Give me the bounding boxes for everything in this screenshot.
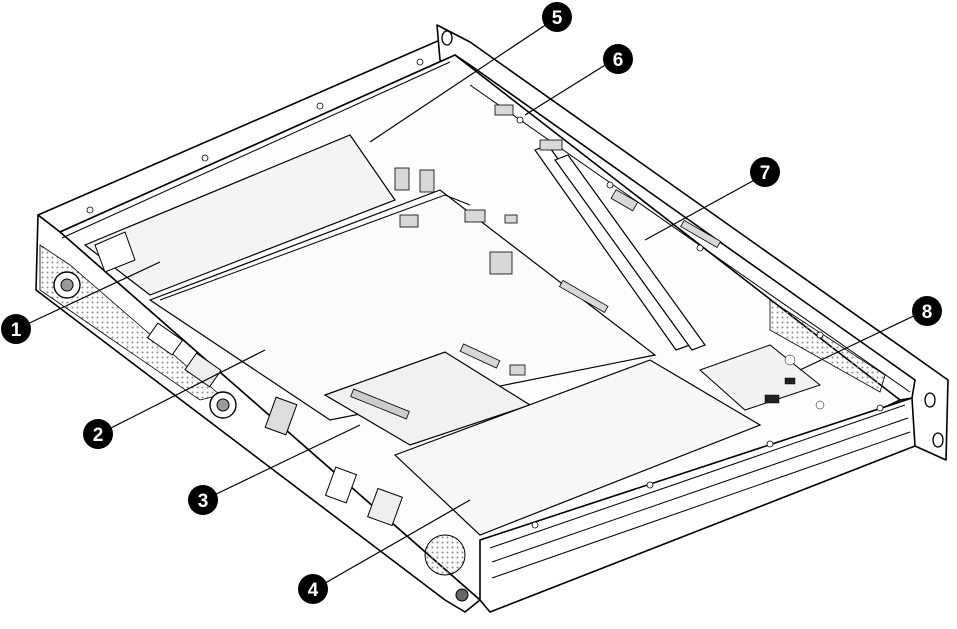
callout-7: 7 xyxy=(750,157,780,187)
db-port xyxy=(184,352,222,388)
ground-screw xyxy=(455,588,469,602)
leader-lines xyxy=(22,21,921,587)
main-board-tray xyxy=(148,189,657,421)
callout-4: 4 xyxy=(298,574,328,604)
riser-bars xyxy=(534,144,706,351)
callout-5-label: 5 xyxy=(552,8,563,29)
rack-ear-holes xyxy=(441,30,944,448)
callout-6-label: 6 xyxy=(613,50,624,71)
callout-2: 2 xyxy=(83,419,113,449)
leader-6 xyxy=(524,61,611,116)
fan-grille xyxy=(424,534,466,576)
bracket-left xyxy=(94,231,136,273)
callout-8: 8 xyxy=(912,296,942,326)
callout-6: 6 xyxy=(603,44,633,74)
callout-1-label: 1 xyxy=(11,320,22,341)
main-board-ridge xyxy=(159,194,471,301)
fan-control-parts xyxy=(764,354,825,410)
callout-3: 3 xyxy=(188,485,218,515)
leader-2 xyxy=(104,349,266,432)
serial-port xyxy=(146,322,184,356)
callout-1: 1 xyxy=(1,314,31,344)
components xyxy=(394,104,722,376)
leader-1 xyxy=(22,261,161,327)
callout-4-label: 4 xyxy=(308,580,319,601)
ethernet-port xyxy=(264,396,298,436)
leader-3 xyxy=(209,424,361,498)
power-inlet xyxy=(367,487,403,527)
callout-5: 5 xyxy=(542,2,572,32)
front-side-rail xyxy=(479,397,916,613)
cover-panel xyxy=(393,359,762,536)
leader-7 xyxy=(644,176,761,241)
callout-7-label: 7 xyxy=(760,163,771,184)
power-switch xyxy=(324,466,358,504)
leader-5 xyxy=(369,21,551,143)
right-vent-mesh xyxy=(769,299,886,393)
callout-2-label: 2 xyxy=(93,425,104,446)
front-panel-features xyxy=(53,271,469,602)
power-module-1 xyxy=(83,134,396,296)
callouts: 1 2 3 4 5 6 7 8 xyxy=(1,2,942,604)
rivets xyxy=(86,58,884,529)
left-vent-mesh xyxy=(39,244,221,401)
callout-8-label: 8 xyxy=(922,302,933,323)
rail-lines xyxy=(61,61,911,579)
leader-4 xyxy=(319,499,471,587)
interface-connector xyxy=(350,388,410,420)
leader-8 xyxy=(799,312,921,371)
callout-3-label: 3 xyxy=(198,491,209,512)
